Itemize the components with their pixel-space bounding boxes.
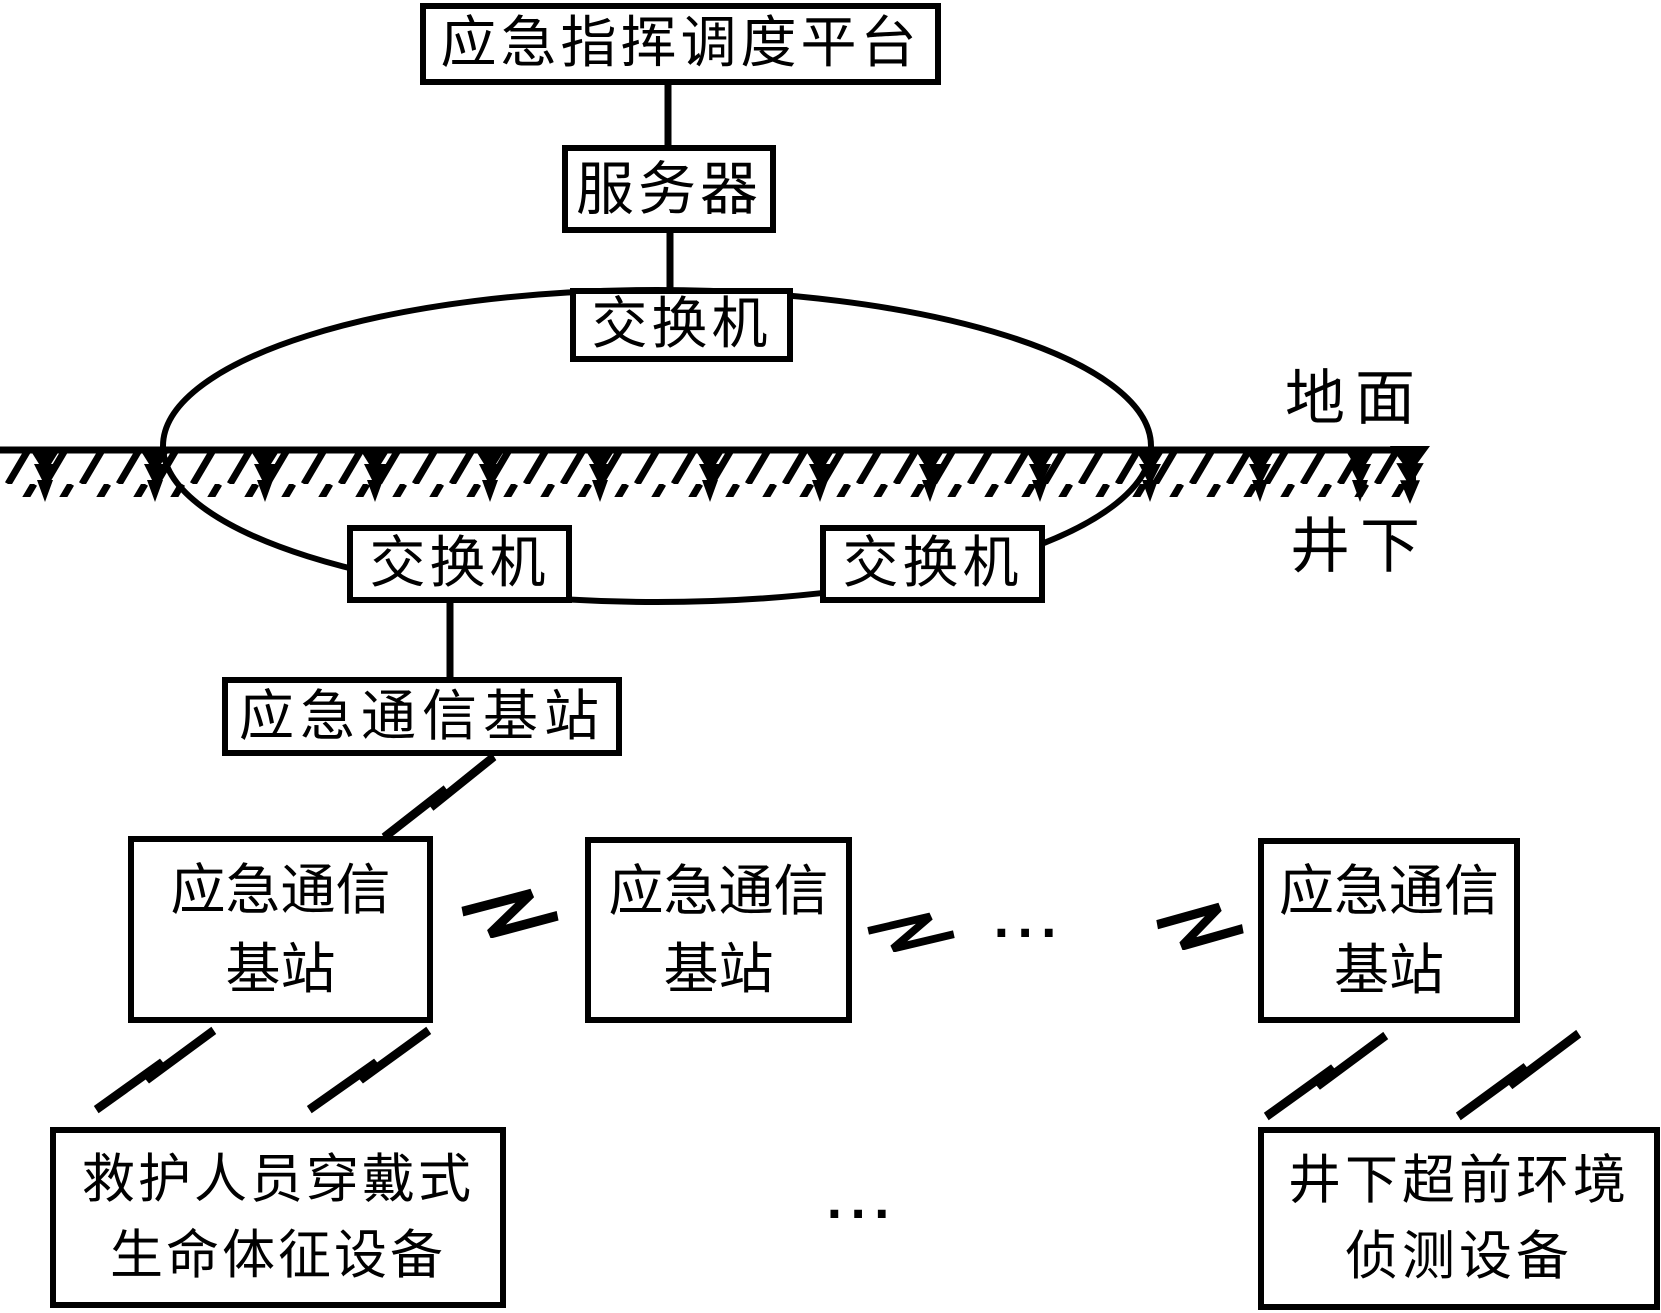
wireless-link-icon bbox=[868, 916, 954, 948]
node-environment-detection-device-line1: 井下超前环境 bbox=[1288, 1150, 1630, 1212]
node-underground-switch-left-label: 交换机 bbox=[369, 531, 550, 597]
node-base-station-1: 应急通信 基站 bbox=[128, 836, 433, 1023]
surface-label: 地面 bbox=[1285, 364, 1425, 434]
node-base-station-2: 应急通信 基站 bbox=[585, 837, 852, 1023]
node-base-station-3-line2: 基站 bbox=[1333, 937, 1444, 1002]
node-surface-switch-label: 交换机 bbox=[591, 292, 772, 358]
underground-label: 井下 bbox=[1290, 512, 1430, 582]
node-base-station-2-line2: 基站 bbox=[663, 937, 774, 1001]
node-base-station-1-line1: 应急通信 bbox=[170, 858, 391, 923]
node-server: 服务器 bbox=[562, 145, 776, 233]
ground-surface bbox=[0, 446, 1430, 504]
wireless-link-icon bbox=[309, 1030, 428, 1109]
wireless-link-icon bbox=[96, 1030, 214, 1109]
node-base-station-1-line2: 基站 bbox=[225, 936, 336, 1001]
node-base-station-2-line1: 应急通信 bbox=[608, 858, 829, 923]
node-command-platform: 应急指挥调度平台 bbox=[420, 3, 941, 85]
node-server-label: 服务器 bbox=[575, 154, 762, 223]
node-command-platform-label: 应急指挥调度平台 bbox=[440, 11, 921, 77]
wireless-link-icon bbox=[462, 894, 557, 934]
node-underground-switch-right-label: 交换机 bbox=[842, 531, 1023, 597]
node-surface-switch: 交换机 bbox=[570, 288, 793, 362]
node-wearable-vital-device-line1: 救护人员穿戴式 bbox=[82, 1149, 474, 1211]
ellipsis-bottom: ... bbox=[826, 1178, 898, 1229]
node-base-station-3: 应急通信 基站 bbox=[1258, 838, 1520, 1023]
wireless-link-icon bbox=[1157, 907, 1243, 946]
node-main-base-station-label: 应急通信基站 bbox=[238, 684, 605, 749]
node-main-base-station: 应急通信基站 bbox=[222, 677, 622, 756]
node-underground-switch-right: 交换机 bbox=[820, 525, 1045, 603]
node-environment-detection-device: 井下超前环境 侦测设备 bbox=[1258, 1127, 1660, 1310]
node-wearable-vital-device: 救护人员穿戴式 生命体征设备 bbox=[50, 1127, 506, 1308]
node-wearable-vital-device-line2: 生命体征设备 bbox=[110, 1224, 446, 1286]
wireless-link-icon bbox=[1266, 1036, 1385, 1117]
ellipsis-middle: ... bbox=[993, 897, 1065, 948]
wireless-link-icon bbox=[1458, 1034, 1578, 1117]
node-environment-detection-device-line2: 侦测设备 bbox=[1345, 1225, 1573, 1287]
node-base-station-3-line1: 应急通信 bbox=[1278, 859, 1499, 924]
node-underground-switch-left: 交换机 bbox=[347, 525, 572, 603]
wireless-link-icon bbox=[384, 757, 494, 838]
